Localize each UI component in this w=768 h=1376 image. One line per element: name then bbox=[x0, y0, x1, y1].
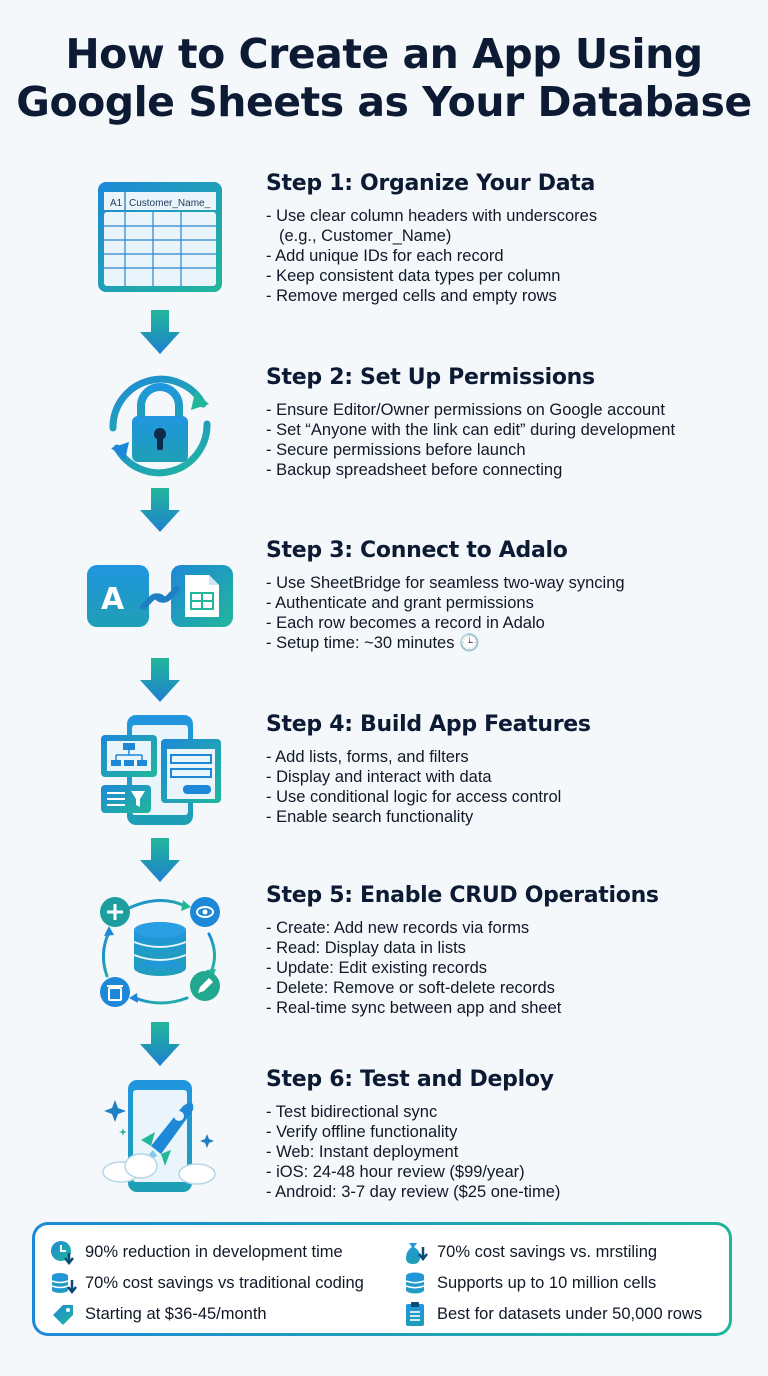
title-line-2: Google Sheets as Your Database bbox=[16, 78, 752, 126]
list-item: - Use conditional logic for access contr… bbox=[266, 788, 562, 806]
summary-item: 90% reduction in development time bbox=[49, 1239, 343, 1265]
list-item: - iOS: 24-48 hour review ($99/year) bbox=[266, 1163, 525, 1181]
list-item: - Ensure Editor/Owner permissions on Goo… bbox=[266, 401, 665, 419]
list-item: - Android: 3-7 day review ($25 one-time) bbox=[266, 1183, 561, 1201]
step-2-heading: Step 2: Set Up Permissions bbox=[266, 365, 595, 390]
down-arrow-icon bbox=[140, 838, 180, 882]
summary-item: 70% cost savings vs traditional coding bbox=[49, 1270, 364, 1296]
list-item: - Each row becomes a record in Adalo bbox=[266, 614, 545, 632]
list-item: - Display and interact with data bbox=[266, 768, 492, 786]
summary-item: 70% cost savings vs. mrstiling bbox=[401, 1239, 657, 1265]
rocket-launch-icon bbox=[85, 1076, 235, 1206]
down-arrow-icon bbox=[140, 488, 180, 532]
summary-item: Best for datasets under 50,000 rows bbox=[401, 1301, 702, 1327]
database-crud-icon bbox=[85, 890, 235, 1020]
money-bag-down-icon bbox=[406, 1243, 428, 1264]
down-arrow-icon bbox=[140, 658, 180, 702]
title-line-1: How to Create an App Using bbox=[65, 30, 703, 78]
list-item: - Set “Anyone with the link can edit” du… bbox=[266, 421, 676, 439]
step-5-bullets: - Create: Add new records via forms - Re… bbox=[266, 918, 756, 1018]
step-6-bullets: - Test bidirectional sync - Verify offli… bbox=[266, 1102, 756, 1202]
adalo-link-sheets-icon: A bbox=[85, 559, 235, 689]
list-item: - Use clear column headers with undersco… bbox=[266, 207, 598, 225]
clipboard-list-icon bbox=[406, 1302, 424, 1326]
summary-text: Best for datasets under 50,000 rows bbox=[437, 1304, 703, 1323]
step-4-heading: Step 4: Build App Features bbox=[266, 712, 591, 737]
list-item: - Test bidirectional sync bbox=[266, 1103, 438, 1121]
step-1-bullets: - Use clear column headers with undersco… bbox=[266, 206, 756, 306]
summary-text: Starting at $36-45/month bbox=[85, 1304, 267, 1323]
list-item: - Use SheetBridge for seamless two-way s… bbox=[266, 574, 625, 592]
list-item: - Real-time sync between app and sheet bbox=[266, 999, 562, 1017]
summary-text: 90% reduction in development time bbox=[85, 1242, 343, 1261]
list-item: - Setup time: ~30 minutes 🕒 bbox=[266, 634, 480, 652]
spreadsheet-icon: A1 Customer_Name_ bbox=[85, 178, 235, 308]
list-item: - Secure permissions before launch bbox=[266, 441, 526, 459]
app-builder-icon bbox=[85, 713, 235, 843]
list-item: - Add unique IDs for each record bbox=[266, 247, 504, 265]
down-arrow-icon bbox=[140, 310, 180, 354]
summary-item: Supports up to 10 million cells bbox=[401, 1270, 656, 1296]
list-item: - Backup spreadsheet before connecting bbox=[266, 461, 563, 479]
list-item: - Create: Add new records via forms bbox=[266, 919, 530, 937]
list-item: - Verify offline functionality bbox=[266, 1123, 458, 1141]
summary-text: 70% cost savings vs. mrstiling bbox=[437, 1242, 658, 1261]
step-3-bullets: - Use SheetBridge for seamless two-way s… bbox=[266, 573, 756, 653]
list-item: - Enable search functionality bbox=[266, 808, 474, 826]
step-4-bullets: - Add lists, forms, and filters - Displa… bbox=[266, 747, 756, 827]
coins-down-icon bbox=[51, 1273, 77, 1295]
sheet-cell-label: A1 bbox=[110, 198, 123, 209]
list-item: - Keep consistent data types per column bbox=[266, 267, 561, 285]
clock-down-icon bbox=[51, 1241, 74, 1265]
list-item: - Web: Instant deployment bbox=[266, 1143, 459, 1161]
list-item: (e.g., Customer_Name) bbox=[279, 227, 452, 245]
list-item: - Update: Edit existing records bbox=[266, 959, 488, 977]
down-arrow-icon bbox=[140, 1022, 180, 1066]
summary-item: Starting at $36-45/month bbox=[49, 1301, 267, 1327]
summary-text: 70% cost savings vs traditional coding bbox=[85, 1273, 364, 1292]
summary-box: 90% reduction in development time 70% co… bbox=[32, 1222, 732, 1336]
sheet-header-label: Customer_Name_ bbox=[129, 198, 211, 209]
summary-text: Supports up to 10 million cells bbox=[437, 1273, 657, 1292]
list-item: - Add lists, forms, and filters bbox=[266, 748, 469, 766]
lock-sync-icon bbox=[85, 364, 235, 494]
step-2-bullets: - Ensure Editor/Owner permissions on Goo… bbox=[266, 400, 756, 480]
list-item: - Authenticate and grant permissions bbox=[266, 594, 534, 612]
database-icon bbox=[405, 1272, 425, 1294]
list-item: - Read: Display data in lists bbox=[266, 939, 466, 957]
step-6-heading: Step 6: Test and Deploy bbox=[266, 1067, 554, 1092]
step-1-heading: Step 1: Organize Your Data bbox=[266, 171, 596, 196]
svg-text:A: A bbox=[101, 582, 125, 617]
list-item: - Remove merged cells and empty rows bbox=[266, 287, 557, 305]
step-5-heading: Step 5: Enable CRUD Operations bbox=[266, 883, 659, 908]
step-3-heading: Step 3: Connect to Adalo bbox=[266, 538, 568, 563]
page-title: How to Create an App Using Google Sheets… bbox=[0, 30, 768, 126]
list-item: - Delete: Remove or soft-delete records bbox=[266, 979, 555, 997]
price-tag-icon bbox=[53, 1305, 73, 1325]
